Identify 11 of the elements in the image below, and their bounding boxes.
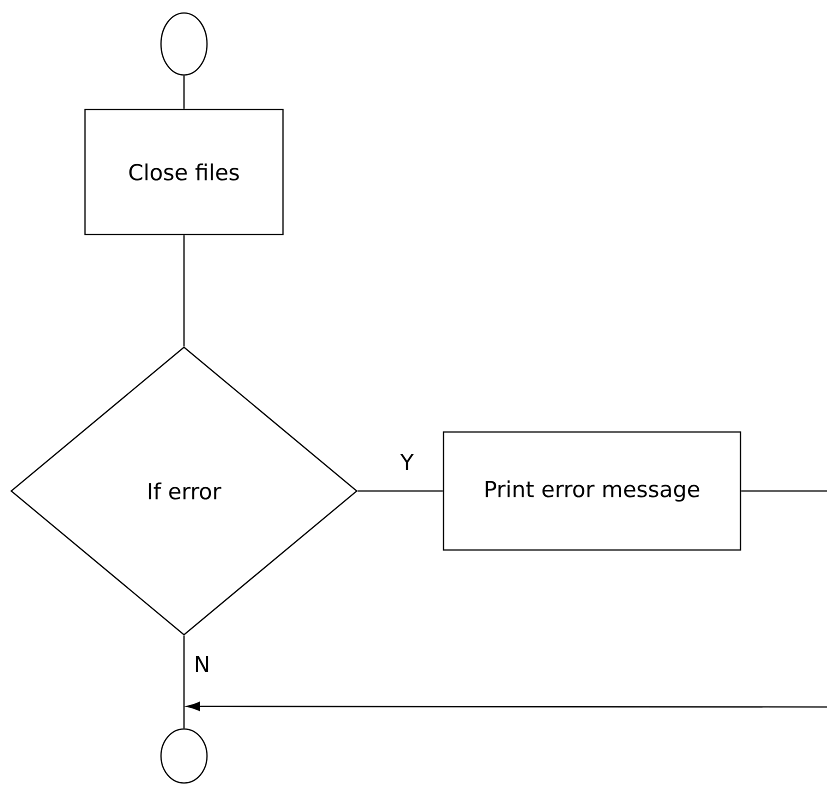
connector-line	[183, 235, 185, 346]
process-box: Close files	[84, 108, 284, 236]
process-box: Print error message	[442, 431, 742, 551]
terminal-circle	[160, 12, 208, 76]
edge-label: N	[196, 656, 208, 672]
connector-line	[186, 490, 827, 711]
connector-line	[358, 490, 443, 492]
terminal-circle	[160, 728, 208, 784]
edge-label: Y	[400, 454, 414, 470]
connector-line	[183, 636, 185, 728]
connector-line	[183, 76, 185, 109]
